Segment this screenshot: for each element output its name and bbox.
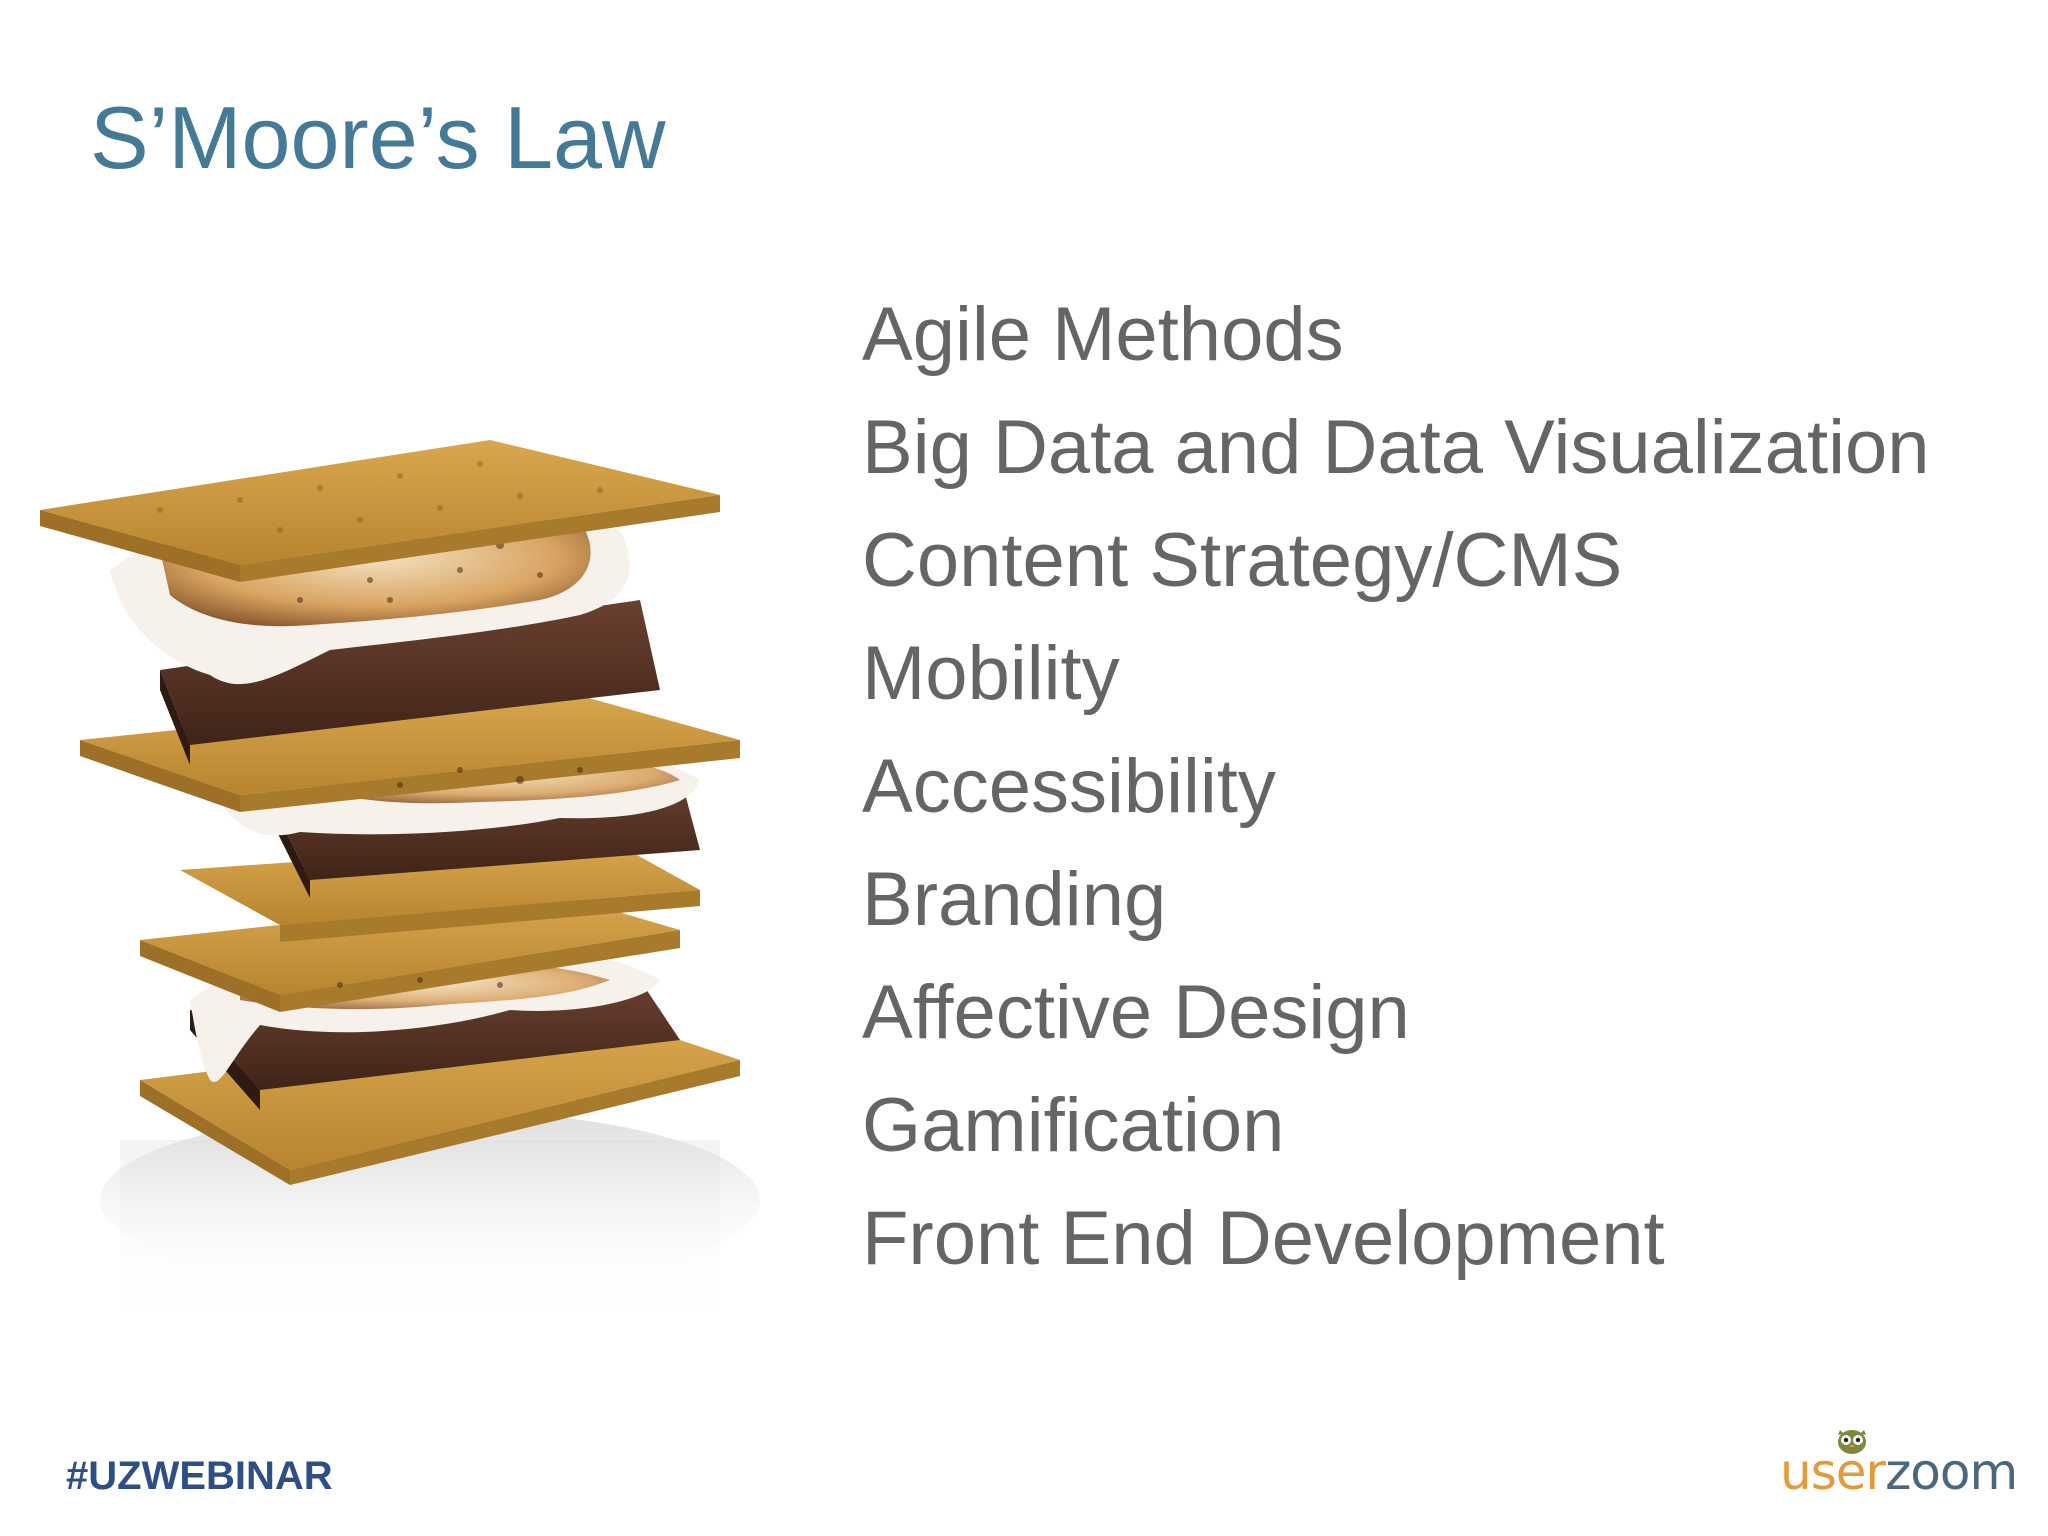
list-item: Gamification: [862, 1083, 1285, 1168]
list-item: Big Data and Data Visualization: [862, 405, 1930, 490]
logo-wordmark: userzoom: [1780, 1443, 2018, 1501]
list-item: Agile Methods: [862, 292, 1344, 377]
topic-list: Agile Methods Big Data and Data Visualiz…: [862, 278, 1930, 1295]
logo-text-zoom: zoom: [1885, 1443, 2018, 1501]
logo-text-user: user: [1780, 1443, 1886, 1501]
smores-stack-image: [40, 440, 760, 1340]
webinar-hashtag: #UZWEBINAR: [66, 1454, 333, 1498]
list-item: Affective Design: [862, 970, 1410, 1055]
list-item: Branding: [862, 857, 1167, 942]
list-item: Content Strategy/CMS: [862, 518, 1623, 603]
list-item: Front End Development: [862, 1196, 1665, 1281]
list-item: Accessibility: [862, 744, 1276, 829]
slide-title: S’Moore’s Law: [90, 88, 666, 187]
owl-icon: [1838, 1430, 1866, 1454]
userzoom-logo: userzoom: [1770, 1418, 2020, 1508]
list-item: Mobility: [862, 631, 1120, 716]
